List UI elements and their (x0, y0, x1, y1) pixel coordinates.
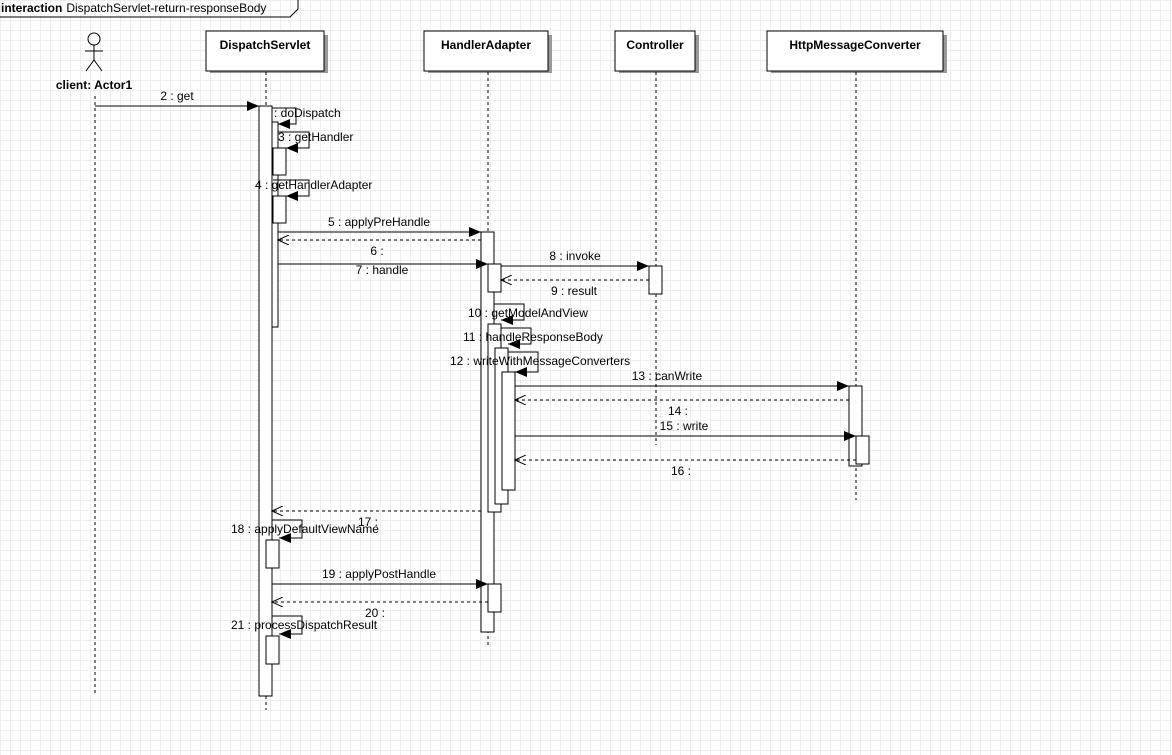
message-6-return[interactable]: 6 : (278, 240, 481, 258)
message-label: 6 : (370, 244, 383, 258)
message-15-write[interactable]: 15 : write (515, 419, 856, 441)
message-label: 2 : get (160, 89, 194, 103)
activation-httpmessageconverter-write (855, 435, 870, 465)
message-label: 21 : processDispatchResult (231, 618, 378, 632)
actor-client[interactable]: client: Actor1 (56, 32, 133, 92)
activation-handleradapter-applyposthandle (487, 583, 502, 613)
message-label: 14 : (668, 404, 688, 418)
message-label: 9 : result (551, 284, 598, 298)
activation-handleradapter-handle (487, 263, 502, 293)
activation-dispatchservlet-dodispatch (271, 121, 279, 328)
message-9-result[interactable]: 9 : result (501, 280, 649, 298)
lifeline-label-handleradapter: HandlerAdapter (441, 38, 531, 52)
message-18-applydefaultviewname[interactable]: 18 : applyDefaultViewName (231, 519, 379, 543)
message-label: 11 : handleResponseBody (463, 330, 603, 344)
activation-dispatchservlet-gethandler (272, 147, 287, 176)
activation-controller-invoke (648, 265, 663, 295)
message-label: 20 : (365, 606, 385, 620)
activation-dispatchservlet (258, 105, 273, 697)
frame-tab-border (0, 0, 299, 18)
lifeline-head-httpmessageconverter[interactable]: HttpMessageConverter (766, 30, 947, 73)
message-label: 7 : handle (356, 263, 409, 277)
interaction-frame: interaction DispatchServlet-return-respon… (0, 0, 299, 18)
activation-dispatchservlet-processdispatchresult (265, 635, 280, 665)
message-label: 16 : (671, 464, 691, 478)
message-label: 10 : getModelAndView (468, 306, 588, 320)
message-label: 15 : write (660, 419, 709, 433)
message-21-processdispatchresult[interactable]: 21 : processDispatchResult (231, 615, 378, 639)
message-17-return[interactable]: 17 : (272, 511, 481, 529)
message-1-dodispatch[interactable]: : doDispatch (272, 106, 341, 129)
lifeline-label-controller: Controller (626, 38, 684, 52)
message-14-return[interactable]: 14 : (515, 400, 849, 418)
lifeline-label-httpmessageconverter: HttpMessageConverter (789, 38, 921, 52)
stick-figure-icon (85, 32, 103, 72)
actor-label: client: Actor1 (56, 78, 133, 92)
message-4-gethandleradapter[interactable]: 4 : getHandlerAdapter (255, 178, 372, 201)
message-label: 4 : getHandlerAdapter (255, 178, 372, 192)
activation-dispatchservlet-gethandleradapter (272, 195, 287, 224)
frame-keyword: interaction (1, 1, 62, 15)
lifeline-head-dispatchservlet[interactable]: DispatchServlet (205, 30, 328, 73)
message-label: 18 : applyDefaultViewName (231, 522, 379, 536)
message-16-return[interactable]: 16 : (515, 460, 856, 478)
message-11-handleresponsebody[interactable]: 11 : handleResponseBody (463, 327, 603, 349)
message-13-canwrite[interactable]: 13 : canWrite (515, 369, 849, 391)
message-10-getmodelandview[interactable]: 10 : getModelAndView (468, 303, 588, 325)
message-label: 12 : writeWithMessageConverters (450, 354, 630, 368)
message-3-gethandler[interactable]: 3 : getHandler (278, 130, 353, 153)
message-label: 5 : applyPreHandle (328, 215, 430, 229)
lifeline-head-controller[interactable]: Controller (614, 30, 699, 73)
message-12-writewithmessageconverters[interactable]: 12 : writeWithMessageConverters (450, 351, 630, 377)
activation-dispatchservlet-applydefaultviewname (265, 539, 280, 569)
message-label: 17 : (358, 515, 378, 529)
message-label: 19 : applyPostHandle (322, 567, 436, 581)
message-label: : doDispatch (274, 106, 341, 120)
lifeline-label-dispatchservlet: DispatchServlet (220, 38, 311, 52)
message-5-applyprehandle[interactable]: 5 : applyPreHandle (278, 215, 481, 237)
lifeline-head-handleradapter[interactable]: HandlerAdapter (423, 30, 552, 73)
message-2-get[interactable]: 2 : get (95, 89, 259, 111)
message-label: 13 : canWrite (632, 369, 703, 383)
activation-handleradapter-writewithmessageconverters (501, 371, 516, 491)
message-label: 8 : invoke (549, 249, 601, 263)
message-7-handle[interactable]: 7 : handle (278, 259, 488, 277)
frame-name: DispatchServlet-return-responseBody (66, 1, 266, 15)
message-20-return[interactable]: 20 : (272, 602, 488, 620)
message-19-applyposthandle[interactable]: 19 : applyPostHandle (272, 567, 488, 589)
message-label: 3 : getHandler (278, 130, 353, 144)
message-8-invoke[interactable]: 8 : invoke (501, 249, 649, 271)
